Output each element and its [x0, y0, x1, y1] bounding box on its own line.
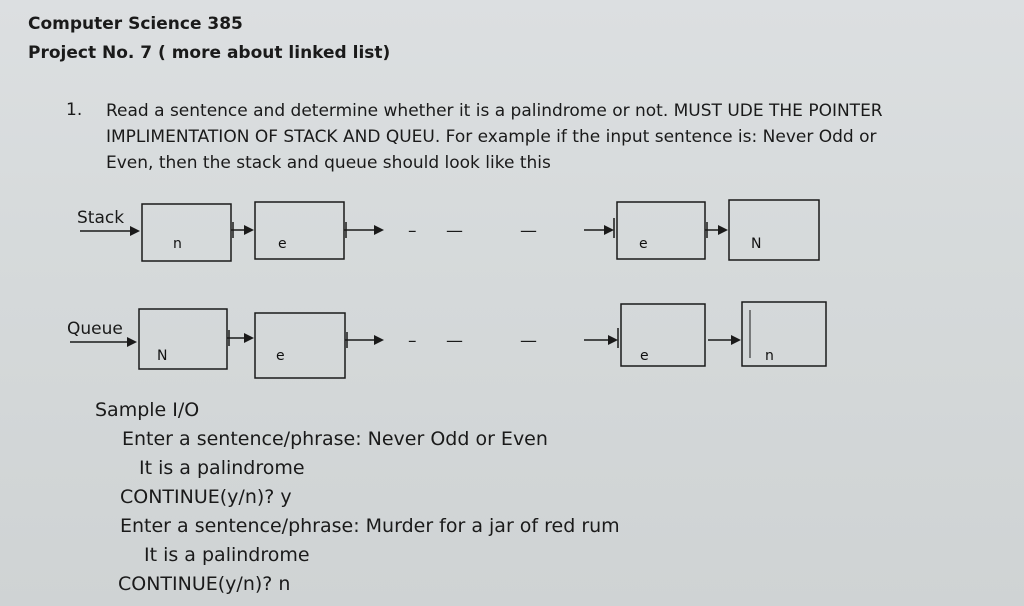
stack-gap-dash-1: –	[408, 221, 417, 241]
stack-gap-dash-2: —	[446, 221, 463, 241]
stack-node-1-value: n	[173, 236, 182, 252]
project-title: Project No. 7 ( more about linked list)	[28, 43, 391, 63]
question-line-1: Read a sentence and determine whether it…	[106, 101, 883, 121]
queue-node-3	[620, 303, 706, 367]
queue-gap-dash-2: —	[446, 331, 463, 351]
stack-node-2-value: e	[278, 236, 287, 252]
stack-node-4-value: N	[751, 236, 761, 252]
queue-node-2	[254, 312, 346, 379]
stack-node-2	[254, 201, 345, 260]
queue-node-1	[138, 308, 228, 370]
question-text: Read a sentence and determine whether it…	[106, 98, 1006, 176]
linked-list-diagram: Stack n e – — — e N Queue N e – —	[67, 199, 827, 379]
course-title: Computer Science 385	[28, 14, 243, 34]
question-line-3: Even, then the stack and queue should lo…	[106, 153, 551, 173]
queue-node-4	[741, 301, 827, 367]
queue-node-3-value: e	[640, 348, 649, 364]
sample-io-line-3: CONTINUE(y/n)? y	[120, 486, 292, 508]
queue-gap-dash-3: —	[520, 331, 537, 351]
stack-node-4	[728, 199, 820, 261]
queue-gap-dash-1: –	[408, 331, 417, 351]
sample-io-line-6: CONTINUE(y/n)? n	[118, 573, 291, 595]
queue-label: Queue	[67, 319, 123, 339]
sample-io-line-1: Enter a sentence/phrase: Never Odd or Ev…	[122, 428, 548, 450]
stack-gap-dash-3: —	[520, 221, 537, 241]
queue-node-1-value: N	[157, 348, 167, 364]
stack-node-3	[616, 201, 706, 260]
sample-io-line-4: Enter a sentence/phrase: Murder for a ja…	[120, 515, 620, 537]
question-line-2: IMPLIMENTATION OF STACK AND QUEU. For ex…	[106, 127, 877, 147]
stack-label: Stack	[77, 208, 124, 228]
question-number: 1.	[66, 100, 83, 120]
queue-node-2-value: e	[276, 348, 285, 364]
stack-node-3-value: e	[639, 236, 648, 252]
queue-node-4-value: n	[765, 348, 774, 364]
sample-io-line-5: It is a palindrome	[144, 544, 310, 566]
sample-io-line-2: It is a palindrome	[139, 457, 305, 479]
stack-node-1	[141, 203, 232, 262]
sample-io-heading: Sample I/O	[95, 399, 200, 421]
